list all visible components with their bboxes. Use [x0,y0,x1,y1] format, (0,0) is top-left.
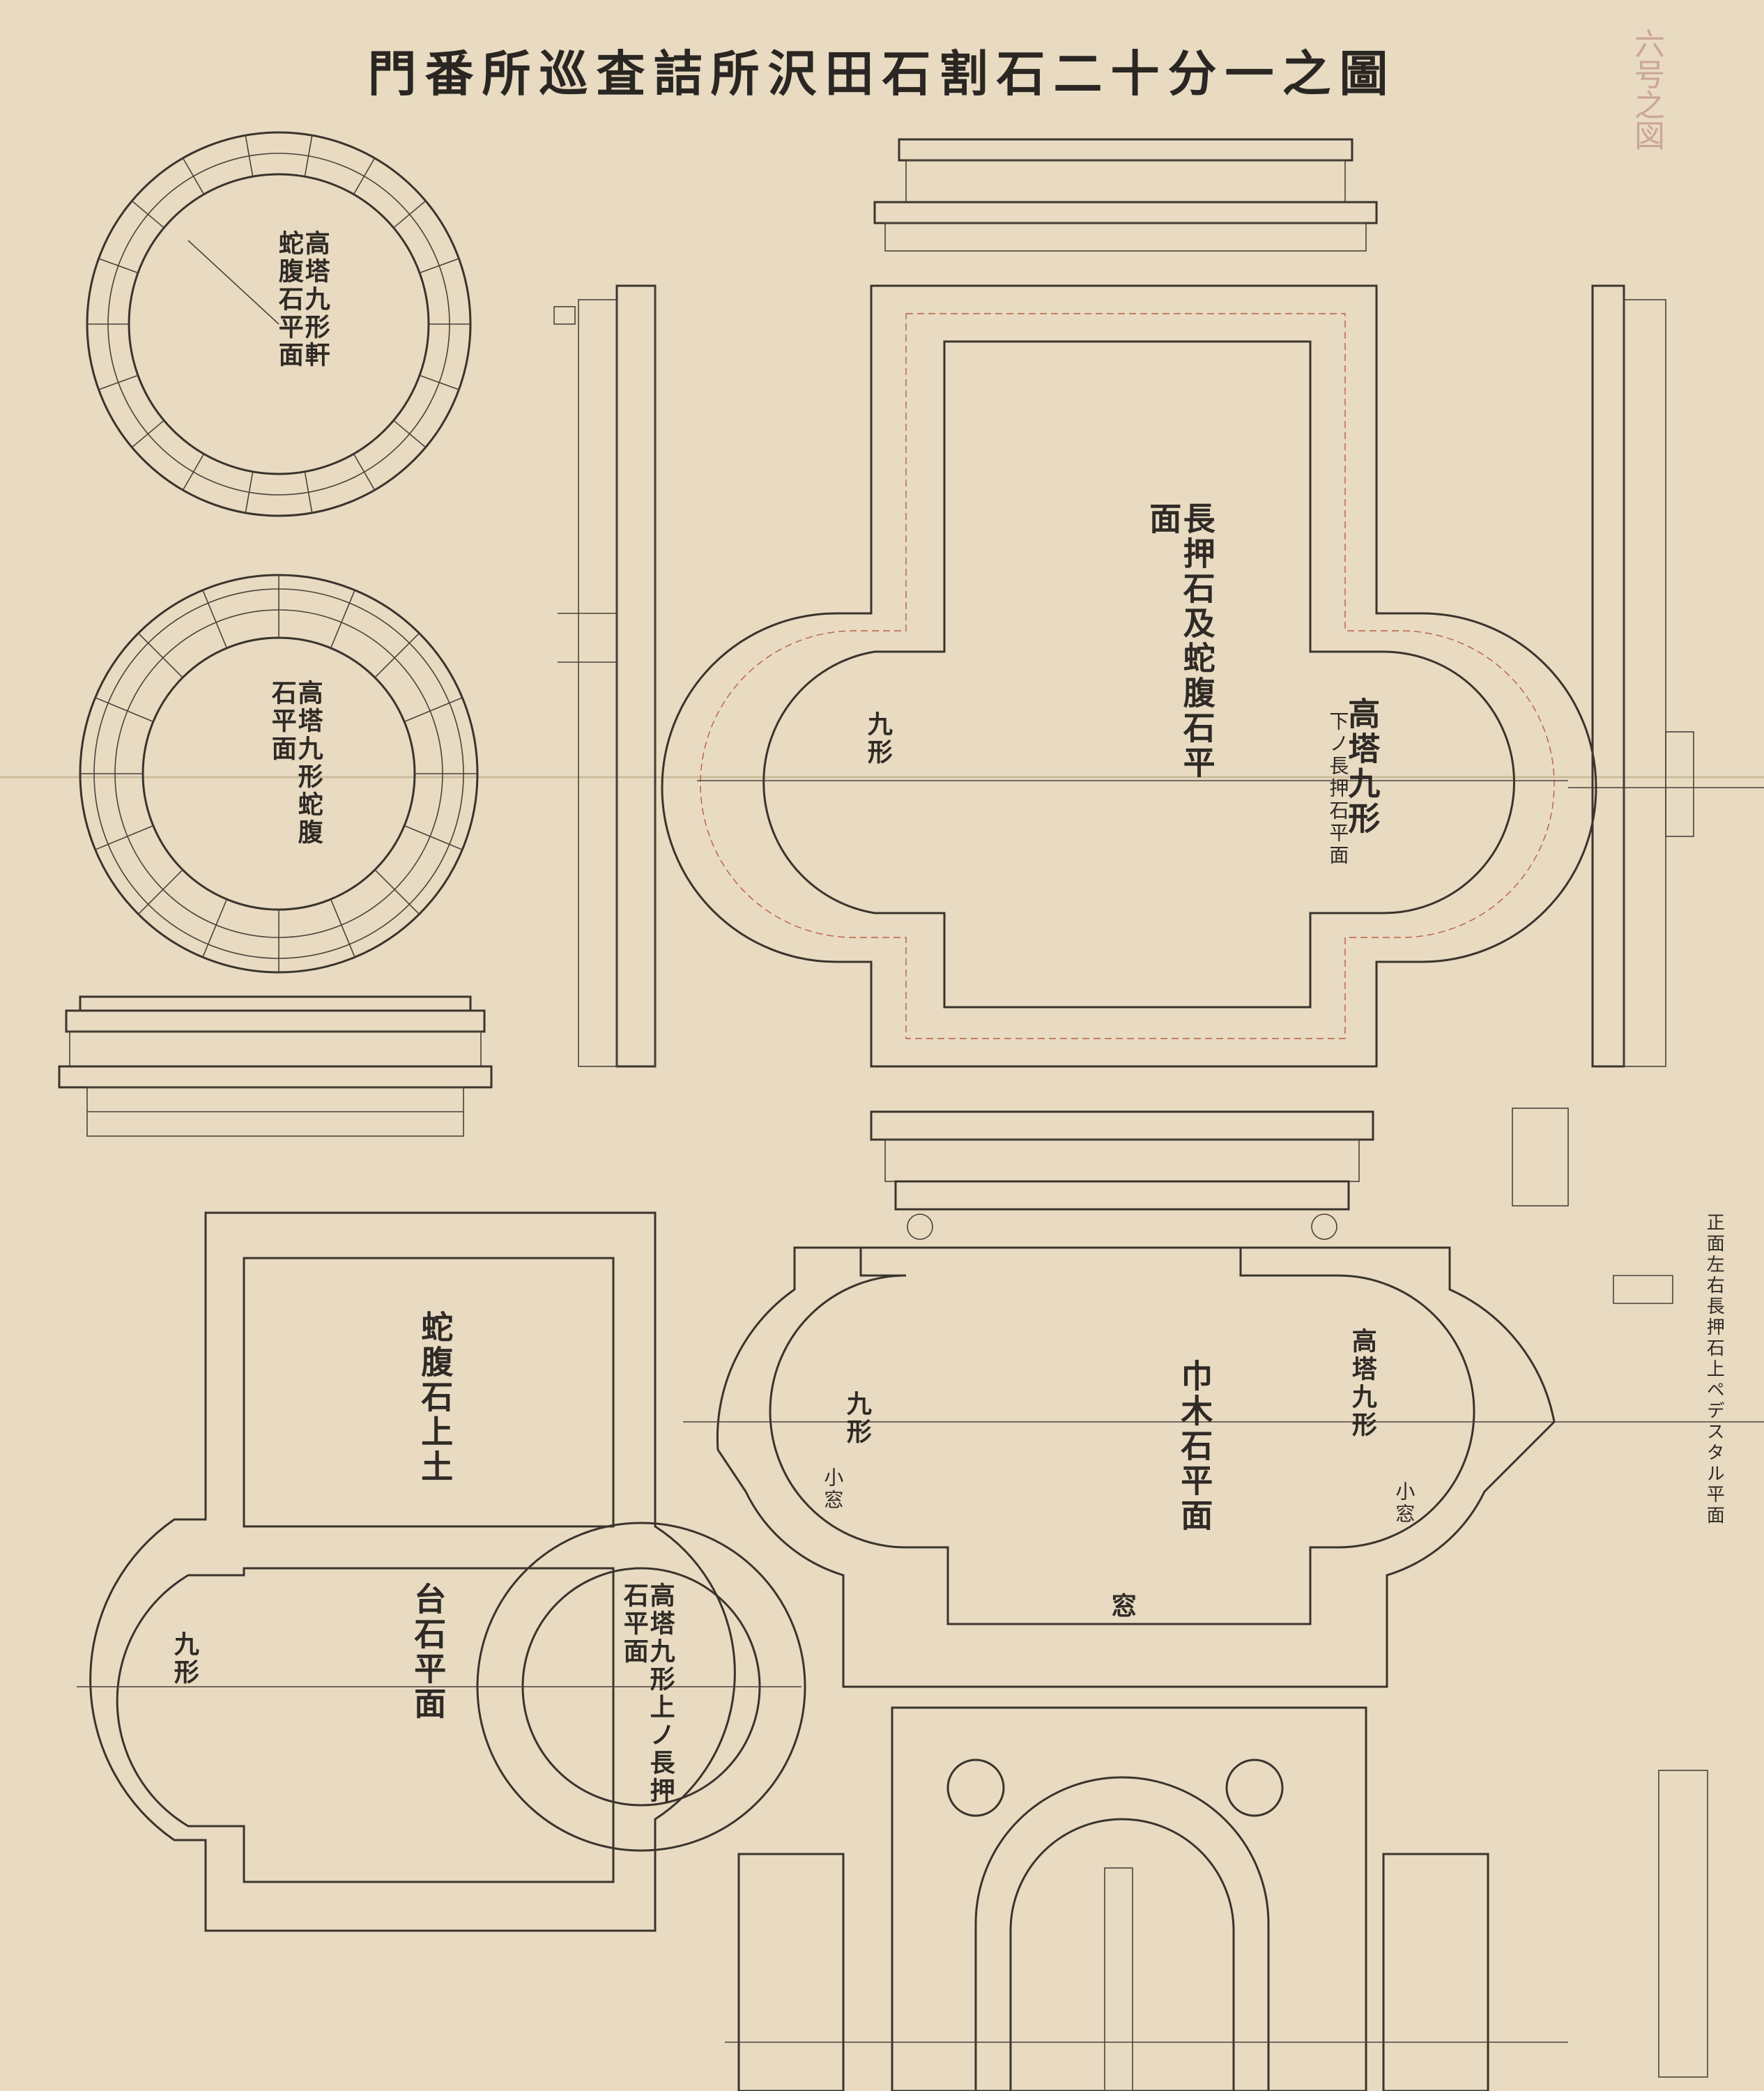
circle-plan-snake-belly [79,574,479,974]
cornice-elevation-left [58,995,493,1137]
label-koto-right: 高塔九形 [1343,697,1381,836]
circle-plan-eaves [86,131,472,517]
pedestal-detail-right [1512,1108,1708,2078]
habaki-plan-outline [683,1246,1764,1688]
label-koto-upper-nagaoshi: 高塔九形上ノ長押石平面 [619,1582,675,1805]
middle-cornice-elevation [870,1110,1374,1240]
label-nagaoshi-main: 長押石及蛇腹石平面 [1144,502,1216,781]
right-section-strip [1568,284,1764,1068]
label-side-note: 正面左右長押石上ペデスタル平面 [1703,1213,1725,1526]
label-koto-right-sub: 下ノ長押石平面 [1326,711,1350,867]
label-habaki-main: 巾木石平面 [1176,1359,1214,1533]
corner-stamp: 六号之図 [1629,28,1664,151]
nagaoshi-plan-outline [661,284,1597,1068]
gate-elevation [725,1706,1568,2091]
label-koto-mid: 高塔九形 [1347,1328,1377,1439]
daiseki-plan-outline [77,1211,806,1932]
label-mado-small-right: 小窓 [1393,1481,1416,1526]
label-maru-left: 九形 [863,711,893,767]
label-mado: 窓 [1107,1593,1137,1621]
label-maru-bottom-left: 九形 [169,1631,199,1687]
label-mado-small-left: 小窓 [821,1467,845,1512]
label-maru-mid: 九形 [842,1391,872,1446]
label-circle-eaves: 高塔九形軒蛇腹石平面 [274,230,330,369]
sheet-title: 門番所巡査詰所沢田石割石二十分一之圖 [367,45,1397,102]
label-daiseki: 台石平面 [409,1582,447,1722]
top-cornice-elevation [873,138,1378,252]
label-circle-snake: 高塔九形蛇腹石平面 [267,680,323,847]
label-dabara-top: 蛇腹石上土 [416,1310,454,1485]
vertical-section-strip [553,284,657,1068]
